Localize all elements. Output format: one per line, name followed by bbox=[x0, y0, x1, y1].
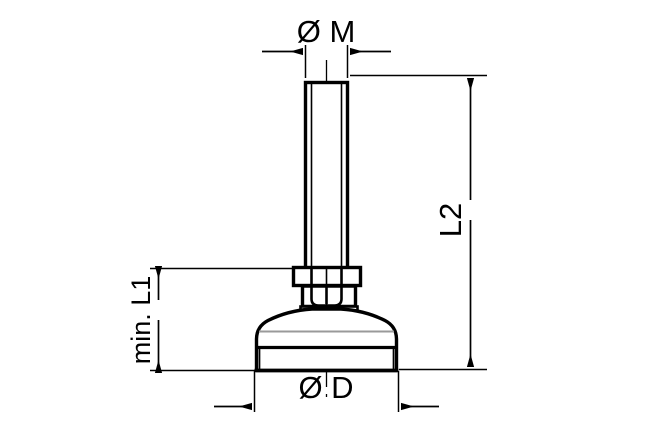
dimension-label-l2: L2 bbox=[433, 203, 468, 237]
dimension-label-min-l1: min. L1 bbox=[126, 276, 156, 365]
dimension-label-diameter-d: Ø D bbox=[298, 370, 353, 405]
dimension-min-l1: min. L1 bbox=[126, 266, 292, 373]
washer bbox=[291, 265, 363, 288]
threaded-stud bbox=[303, 80, 350, 272]
dimension-l2: L2 bbox=[350, 74, 487, 371]
dimension-diameter-m: Ø M bbox=[262, 14, 391, 78]
dimension-diameter-d: Ø D bbox=[214, 370, 439, 412]
dimension-label-diameter-m: Ø M bbox=[297, 14, 356, 49]
base-pad bbox=[254, 307, 399, 373]
